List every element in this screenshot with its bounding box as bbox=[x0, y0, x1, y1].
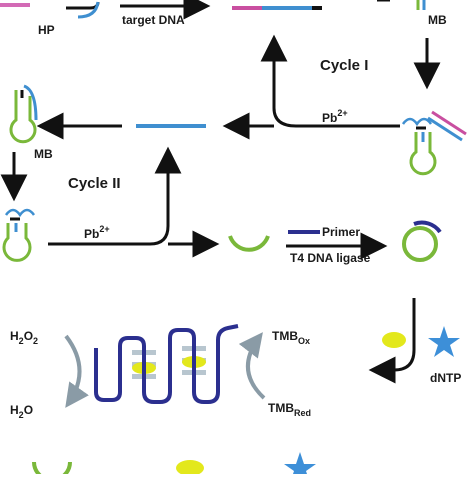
hp-blue-arm bbox=[77, 1, 100, 19]
arrow-tmb-red-to-ox bbox=[238, 332, 266, 400]
hp-hairpin bbox=[0, 1, 100, 19]
ligase-label: T4 DNA ligase bbox=[290, 251, 371, 265]
dntp-label: dNTP bbox=[430, 371, 461, 385]
bottom-star-icon bbox=[284, 452, 316, 479]
mb-top-fragment bbox=[416, 0, 426, 10]
pb-1-label: Pb2+ bbox=[322, 108, 348, 125]
tmb-ox-label: TMBOx bbox=[272, 329, 310, 346]
circular-green bbox=[402, 226, 438, 262]
arrow-h2o2-to-h2o bbox=[64, 334, 89, 408]
hemin-icon bbox=[382, 332, 406, 348]
cycle-1-label: Cycle I bbox=[320, 57, 368, 74]
mb-left-blue bbox=[23, 84, 38, 121]
mb-left-cleaved-loop bbox=[4, 208, 36, 218]
mb-left-hairpin bbox=[9, 84, 38, 144]
hp-label: HP bbox=[38, 23, 55, 37]
hp-pink-tail bbox=[0, 3, 30, 7]
circular-template bbox=[402, 220, 442, 262]
target-dna-label: target DNA bbox=[122, 13, 185, 27]
mb-blue-strand bbox=[427, 116, 463, 142]
mb-top-label: MB bbox=[428, 13, 447, 27]
mb-cleaved-loop bbox=[401, 117, 433, 127]
primer-label: Primer bbox=[322, 225, 360, 239]
tmb-red-label: TMBRed bbox=[268, 401, 311, 418]
circular-primer bbox=[413, 220, 442, 234]
arrow-rca bbox=[368, 298, 416, 384]
mb-cleavage-complex bbox=[401, 110, 467, 176]
green-fragment bbox=[228, 235, 270, 252]
h2o-label: H2O bbox=[10, 403, 33, 420]
bottom-green-fragment bbox=[32, 461, 72, 479]
mb-green-stem bbox=[409, 132, 437, 176]
arrow-cycle-1-branch bbox=[260, 34, 400, 128]
mb-left-label: MB bbox=[34, 147, 53, 161]
mb-pink-strand bbox=[431, 110, 467, 136]
g-quadruplex-structure bbox=[94, 324, 239, 404]
arrow-cycle-2-branch bbox=[48, 146, 182, 246]
hp-black-arm bbox=[66, 1, 100, 10]
dntp-star-icon bbox=[428, 326, 460, 357]
bottom-hemin-icon bbox=[176, 460, 204, 476]
mb-left-cleavage bbox=[2, 208, 36, 262]
cycle-2-label: Cycle II bbox=[68, 175, 121, 192]
dna-strand-quad bbox=[94, 324, 239, 404]
h2o2-label: H2O2 bbox=[10, 329, 38, 346]
mb-left-green bbox=[9, 90, 37, 144]
pb-2-label: Pb2+ bbox=[84, 224, 110, 241]
mb-left-green-loop bbox=[2, 223, 32, 262]
